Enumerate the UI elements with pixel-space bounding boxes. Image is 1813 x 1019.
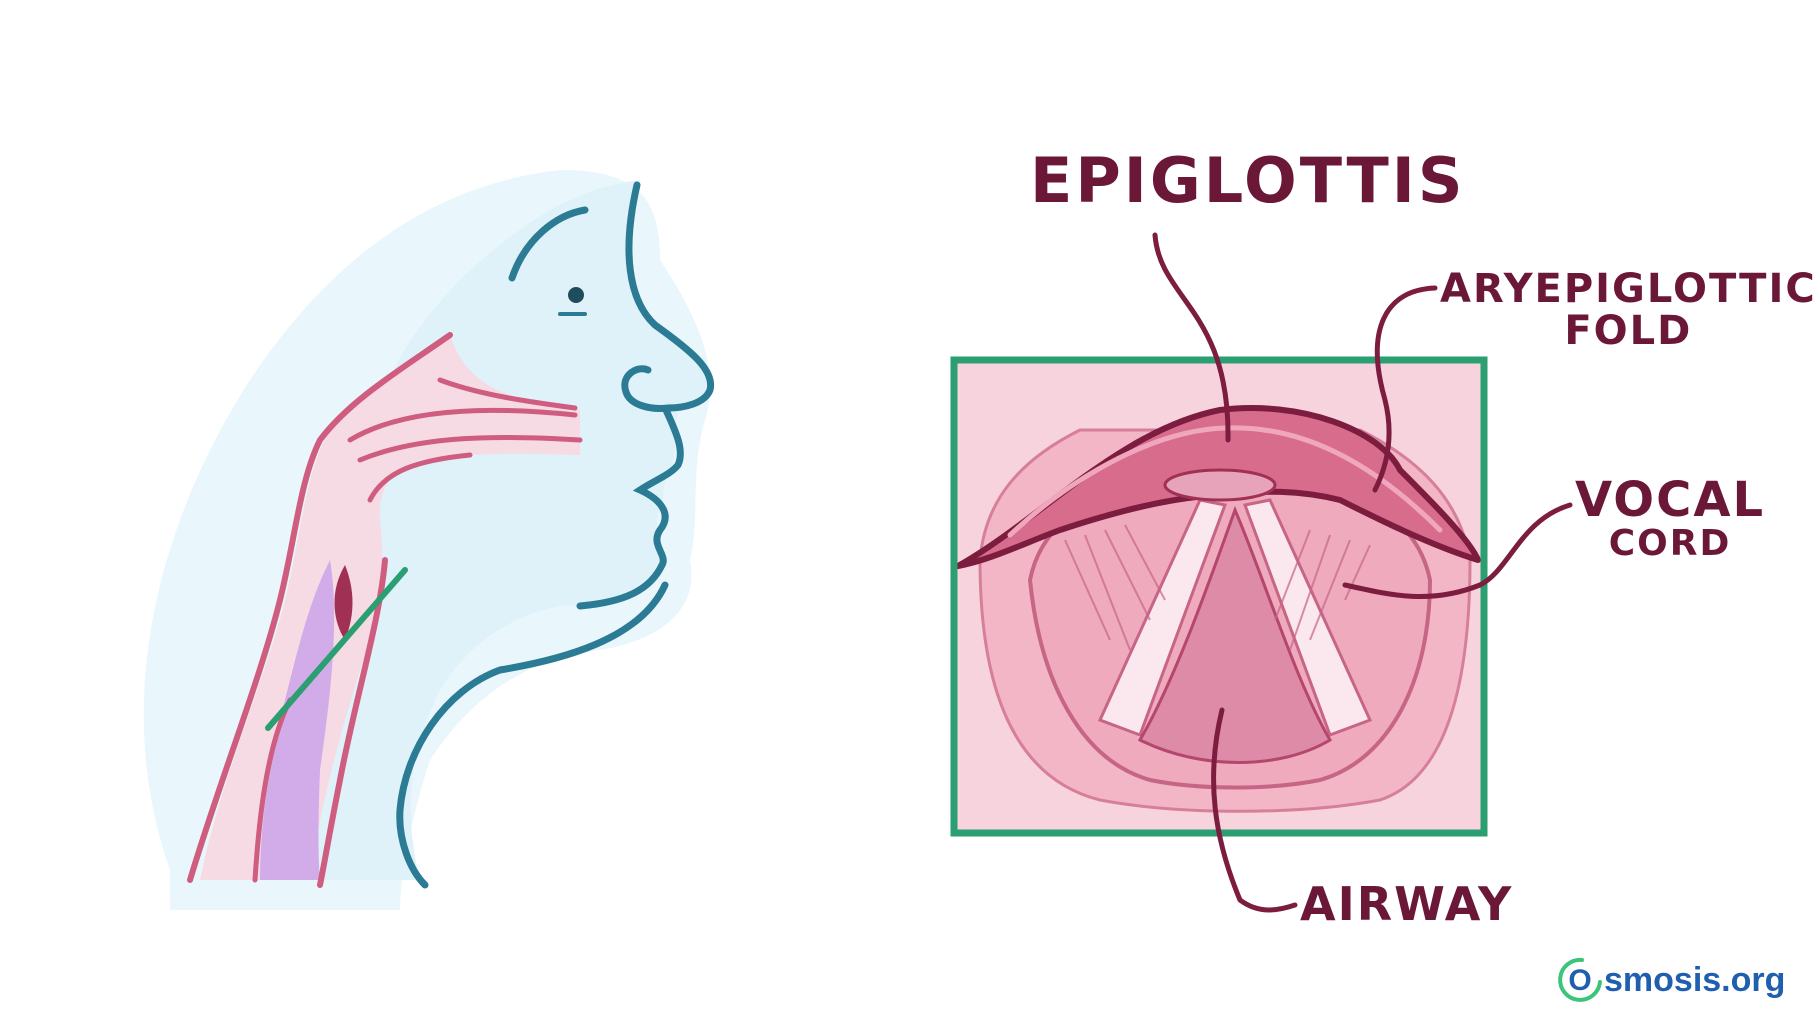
esophagus-fill [260, 560, 335, 880]
trachea-line-front [317, 557, 388, 888]
vocal-cord-leader [1342, 502, 1573, 600]
left-vocal-fold [1097, 498, 1228, 737]
cut-line [265, 567, 408, 731]
palate-line-2 [357, 434, 583, 463]
eyebrow [508, 206, 589, 282]
nose-outline [621, 365, 672, 412]
airway-label: AIRWAY [1300, 877, 1514, 931]
epiglottis-tip [1163, 468, 1277, 502]
osmosis-logo: O smosis.org [1556, 950, 1785, 1010]
aryepiglottic-leader [1372, 285, 1438, 493]
vocal-cord-label-line2: CORD [1608, 523, 1732, 565]
leader-lines [1152, 232, 1573, 913]
epiglottis-label: EPIGLOTTIS [1030, 144, 1466, 217]
face-outline [625, 181, 715, 412]
palate-line-3 [437, 377, 578, 411]
airway-leader [1211, 707, 1298, 913]
aryepiglottic-fold-label: ARYEPIGLOTTIC FOLD [1440, 268, 1813, 352]
aryepiglottic-label-line2: FOLD [1564, 308, 1693, 354]
logo-text: smosis.org [1604, 960, 1786, 999]
glottis-airway [1137, 505, 1333, 764]
throat-line-front [367, 452, 473, 503]
throat-airway [187, 332, 583, 888]
jaw-neck-outline [396, 581, 669, 889]
aryepiglottic-label-line1: ARYEPIGLOTTIC [1440, 266, 1813, 312]
epiglottis-leader [1152, 232, 1231, 443]
vocal-cord-label: VOCAL CORD [1575, 475, 1765, 563]
lips-outline [576, 406, 684, 610]
logo-initial: O [1568, 964, 1591, 997]
fold-striations [1064, 524, 1371, 651]
epiglottis-flap [334, 565, 353, 640]
right-vocal-fold [1242, 498, 1373, 737]
throat-line-back [187, 332, 453, 883]
larynx-view [950, 356, 1488, 837]
palate-line-1 [347, 407, 578, 443]
eye [568, 287, 584, 303]
trachea-line-back [252, 697, 293, 883]
epiglottis-highlight [1007, 425, 1443, 538]
face-fill [298, 180, 710, 880]
vocal-cord-label-line1: VOCAL [1575, 472, 1766, 528]
osmosis-logo-ring-icon: O [1558, 957, 1602, 1002]
